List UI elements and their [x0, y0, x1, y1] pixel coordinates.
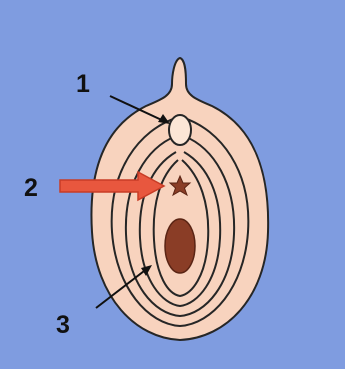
label-3: 3: [56, 311, 70, 339]
dark-oval: [165, 219, 195, 273]
label-1: 1: [76, 70, 90, 98]
label-2: 2: [24, 174, 38, 202]
top-bud: [169, 115, 191, 145]
